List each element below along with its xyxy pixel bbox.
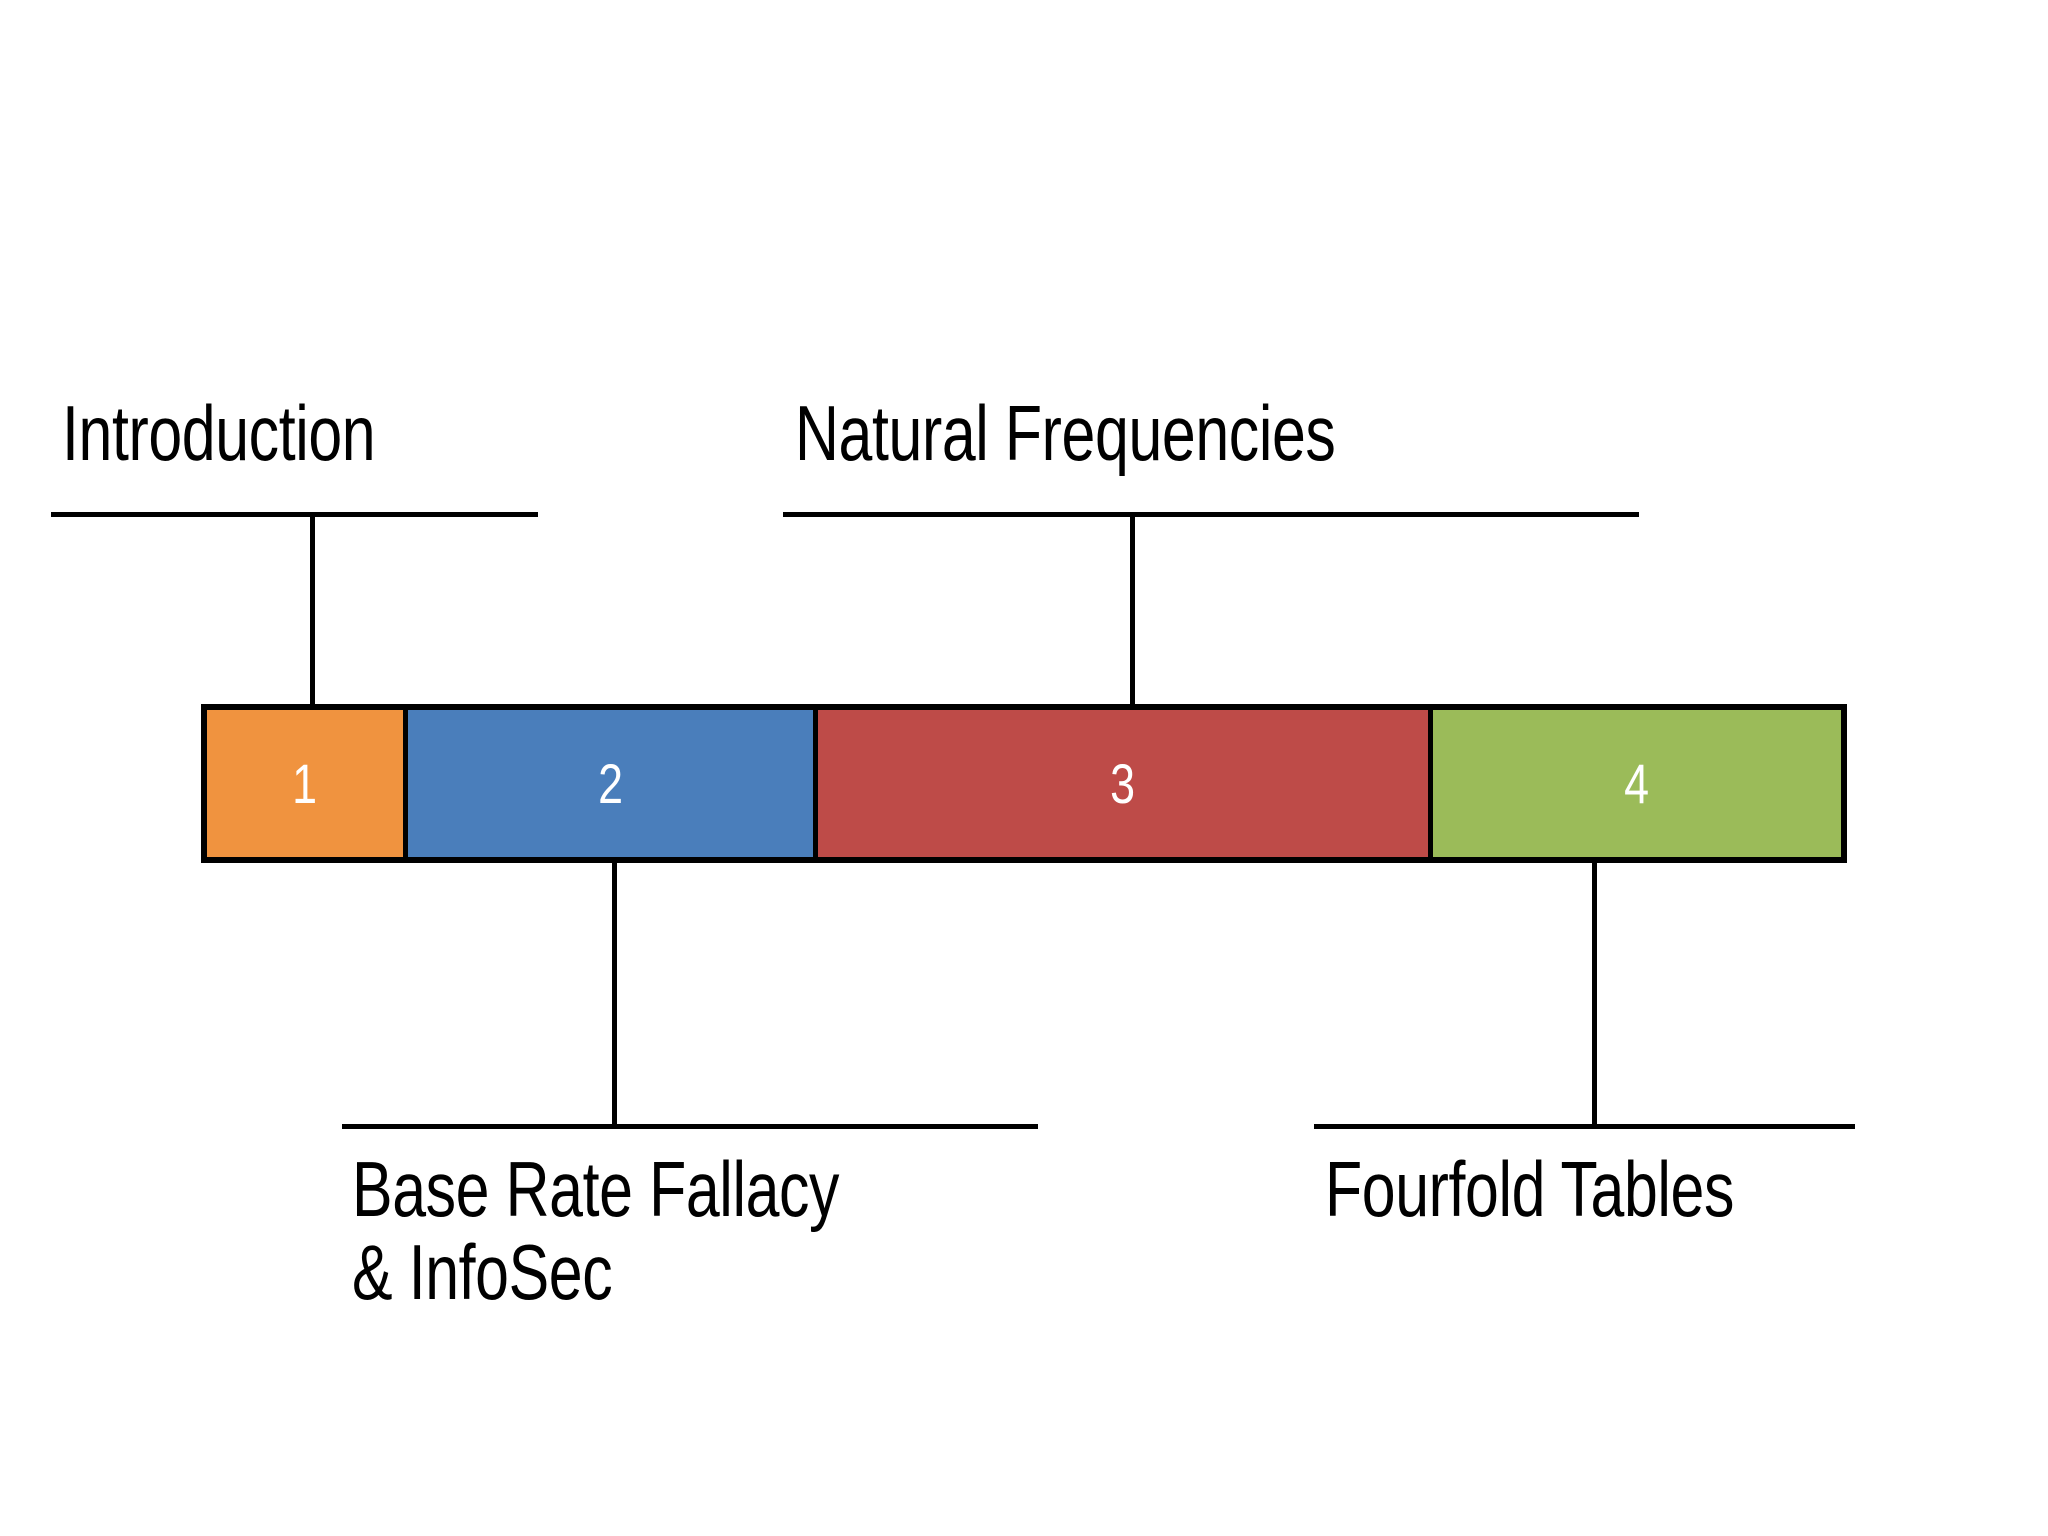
callout-introduction-connector	[310, 512, 315, 708]
callout-base-rate-fallacy-connector	[612, 861, 617, 1127]
callout-fourfold-tables-label: Fourfold Tables	[1325, 1145, 1735, 1233]
callout-base-rate-fallacy-label: Base Rate Fallacy & InfoSec	[352, 1145, 840, 1316]
timeline-segment-1[interactable]: 1	[207, 710, 408, 857]
callout-natural-frequencies-connector	[1130, 512, 1135, 708]
timeline-segment-1-number: 1	[292, 751, 318, 815]
timeline-segment-4-number: 4	[1624, 751, 1650, 815]
callout-natural-frequencies-rule	[783, 512, 1639, 517]
callout-fourfold-tables-connector	[1592, 861, 1597, 1127]
timeline-segment-4[interactable]: 4	[1433, 710, 1841, 857]
callout-introduction-rule	[51, 512, 538, 517]
timeline-segment-2[interactable]: 2	[408, 710, 818, 857]
callout-fourfold-tables-rule	[1314, 1124, 1855, 1129]
callout-base-rate-fallacy-rule	[342, 1124, 1038, 1129]
timeline-bar: 1 2 3 4	[201, 704, 1847, 863]
callout-natural-frequencies-label: Natural Frequencies	[795, 389, 1336, 477]
timeline-segment-3[interactable]: 3	[818, 710, 1433, 857]
timeline-segment-2-number: 2	[598, 751, 623, 815]
callout-introduction-label: Introduction	[62, 389, 376, 477]
timeline-segment-3-number: 3	[1110, 751, 1136, 815]
